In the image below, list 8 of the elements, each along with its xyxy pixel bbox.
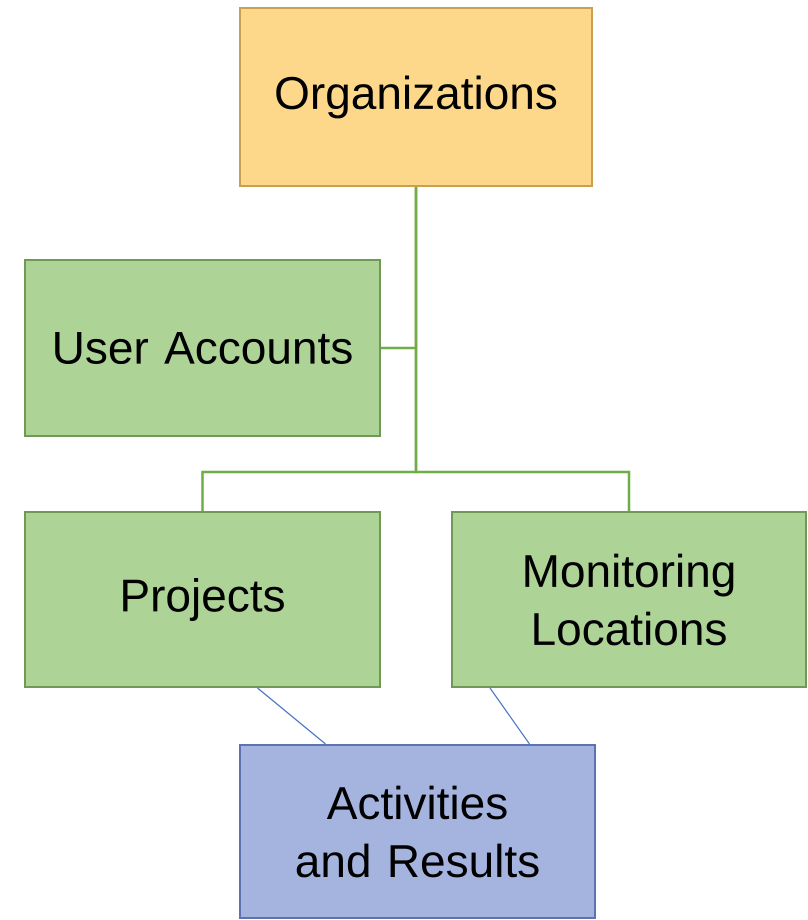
box: User Accounts	[24, 259, 381, 437]
box: Projects	[24, 511, 381, 688]
box: Activities and Results	[239, 744, 596, 919]
connector	[257, 688, 326, 744]
box: Monitoring Locations	[451, 511, 808, 688]
box: Organizations	[239, 7, 593, 187]
connector	[490, 688, 530, 744]
connector	[414, 187, 630, 511]
